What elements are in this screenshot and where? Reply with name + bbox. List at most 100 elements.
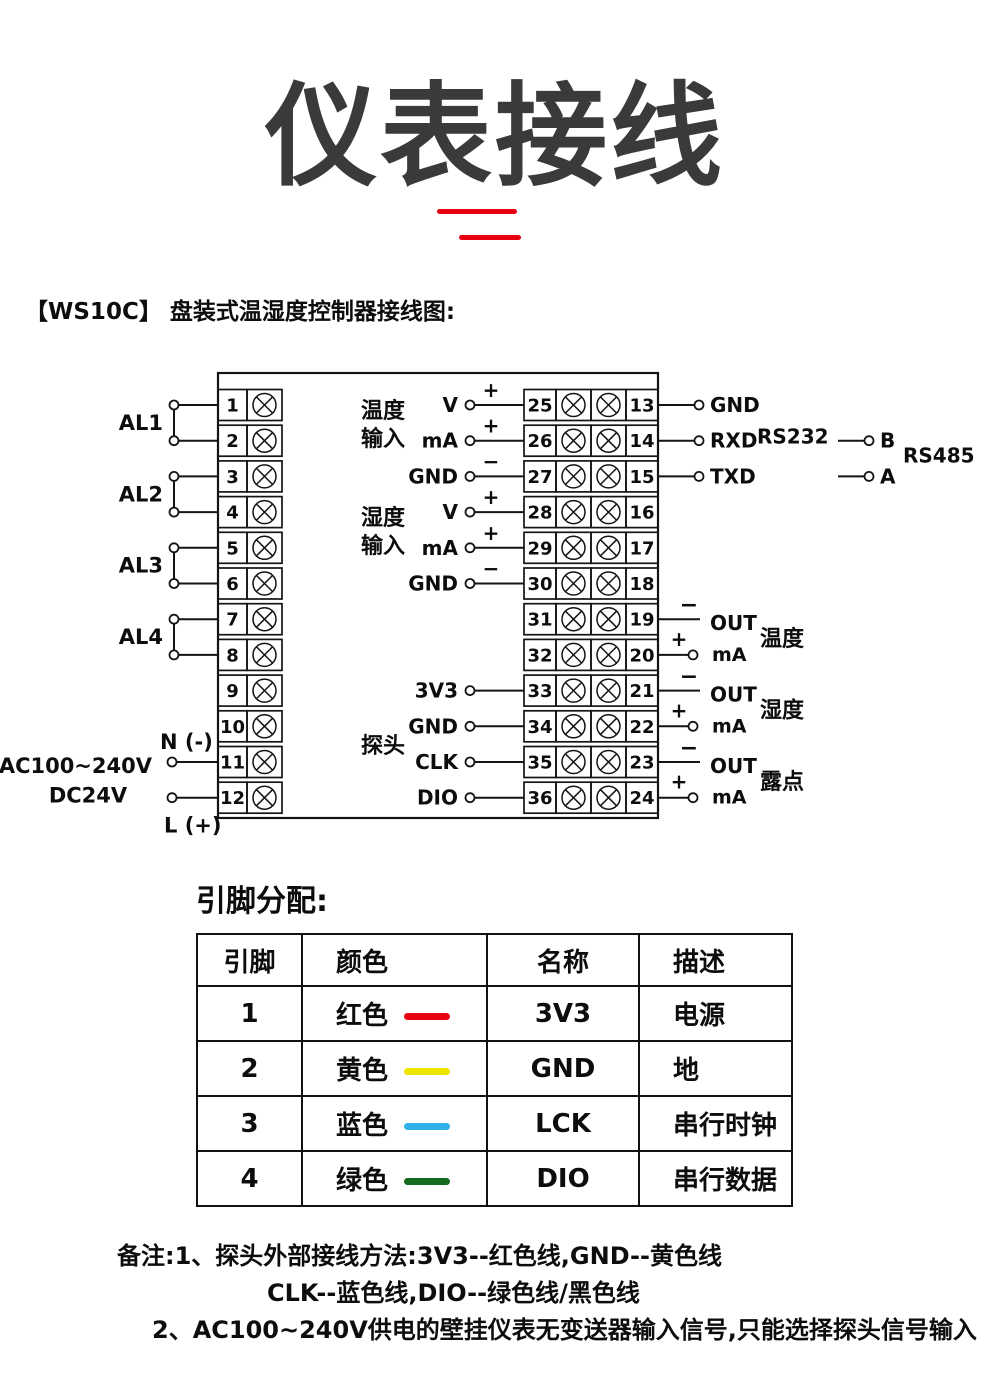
terminal-screw-cell: [246, 495, 283, 529]
screw-cross: [599, 396, 618, 414]
input-pin-label: GND: [408, 464, 458, 488]
alarm-output-label: AL1: [119, 411, 163, 435]
screw-cross: [255, 432, 274, 450]
terminal-screw: [252, 428, 277, 453]
screw-cross: [599, 610, 618, 628]
input-group-title: 输入: [361, 426, 405, 452]
input-pin-label: CLK: [415, 750, 459, 774]
polarity-sign: +: [483, 485, 500, 509]
terminal-screw-cell: [590, 388, 627, 422]
polarity-sign: −: [483, 449, 500, 473]
terminal-screw-cell: [246, 674, 283, 707]
screw-cross: [255, 753, 274, 771]
input-pin-label: GND: [408, 572, 458, 596]
terminal-screw-cell: [590, 460, 627, 493]
wire-color-swatch: [404, 1068, 451, 1075]
contact-point: [168, 399, 180, 411]
terminal-screw: [252, 642, 277, 668]
screw-cross: [599, 432, 618, 450]
signal-name: LCK: [486, 1095, 640, 1152]
note-line-1: 备注:1、探头外部接线方法:3V3--红色线,GND--黄色线: [117, 1242, 722, 1270]
terminal-cell: [217, 424, 248, 458]
screw-cross: [255, 396, 274, 414]
terminal-screw-cell: [246, 531, 283, 565]
input-group-title: 温度: [361, 398, 406, 424]
terminal-number: 35: [527, 753, 552, 774]
input-pin-label: DIO: [417, 786, 458, 810]
diagram-caption: 【WS10C】 盘装式温湿度控制器接线图:: [25, 299, 456, 325]
contact-point: [168, 435, 180, 447]
pin-number: 1: [196, 985, 303, 1042]
signal-description: 电源: [638, 985, 793, 1042]
screw-cross: [599, 467, 618, 485]
output-unit-label: mA: [712, 715, 747, 737]
terminal-number: 32: [527, 645, 552, 666]
terminal-cell: [625, 424, 659, 458]
terminal-screw: [561, 499, 586, 525]
terminal-screw-cell: [590, 638, 627, 672]
terminal-number: 15: [629, 467, 654, 488]
terminal-screw: [252, 714, 277, 739]
screw-cross: [599, 574, 618, 593]
supply-ac-label: AC100~240V: [0, 754, 153, 778]
output-channel-label: 湿度: [760, 697, 805, 723]
terminal-number: 1: [226, 396, 239, 417]
screw-cross: [564, 789, 583, 807]
input-group-title: 湿度: [361, 505, 406, 531]
wire-color-name: 红色: [336, 1001, 389, 1031]
terminal-screw-cell: [246, 424, 283, 458]
line-label: L (+): [164, 814, 221, 838]
rs232-label: RS232: [757, 425, 829, 449]
terminal-cell: [217, 388, 248, 422]
output-channel-label: 温度: [760, 626, 805, 652]
page-title: 仪表接线: [265, 72, 725, 202]
pin-table-header-row: 引脚颜色名称描述: [196, 933, 793, 987]
title-accent-bar-2: [459, 235, 521, 240]
pin-number: 4: [196, 1150, 303, 1207]
terminal-cell: [523, 602, 557, 636]
connection-point: [464, 435, 476, 447]
screw-cross: [599, 503, 618, 521]
screw-cross: [564, 432, 583, 450]
polarity-sign: +: [671, 770, 688, 794]
screw-cross: [255, 717, 274, 735]
polarity-sign: +: [483, 414, 500, 438]
terminal-screw-cell: [555, 781, 592, 815]
terminal-screw-cell: [555, 495, 592, 529]
pin-number: 3: [196, 1095, 303, 1152]
connection-point: [464, 685, 476, 696]
screw-cross: [599, 396, 618, 414]
connection-point: [464, 470, 476, 482]
terminal-screw-cell: [555, 460, 592, 493]
terminal-screw: [596, 642, 621, 668]
connection-point: [863, 435, 875, 447]
connection-point: [687, 792, 699, 804]
terminal-screw-cell: [555, 388, 592, 422]
signal-description: 串行时钟: [638, 1095, 793, 1152]
terminal-cell: [523, 709, 557, 743]
connection-point: [464, 578, 476, 589]
terminal-screw: [252, 499, 277, 525]
screw-cross: [564, 574, 583, 593]
terminal-screw-cell: [555, 638, 592, 672]
terminal-screw-cell: [555, 424, 592, 458]
neutral-label: N (-): [160, 730, 213, 754]
screw-cross: [599, 574, 618, 593]
terminal-screw: [561, 535, 586, 561]
terminal-number: 21: [629, 681, 654, 702]
screw-cross: [564, 717, 583, 735]
terminal-cell: [217, 781, 248, 815]
screw-cross: [564, 467, 583, 485]
screw-cross: [564, 539, 583, 557]
rs485-line-a: A: [880, 464, 896, 488]
wire-color-swatch: [404, 1013, 451, 1020]
terminal-number: 19: [629, 610, 654, 631]
terminal-number: 6: [226, 574, 239, 595]
terminal-cell: [625, 567, 659, 600]
screw-cross: [564, 646, 583, 664]
terminal-screw-cell: [555, 531, 592, 565]
wire-color-cell: 蓝色: [301, 1095, 488, 1152]
